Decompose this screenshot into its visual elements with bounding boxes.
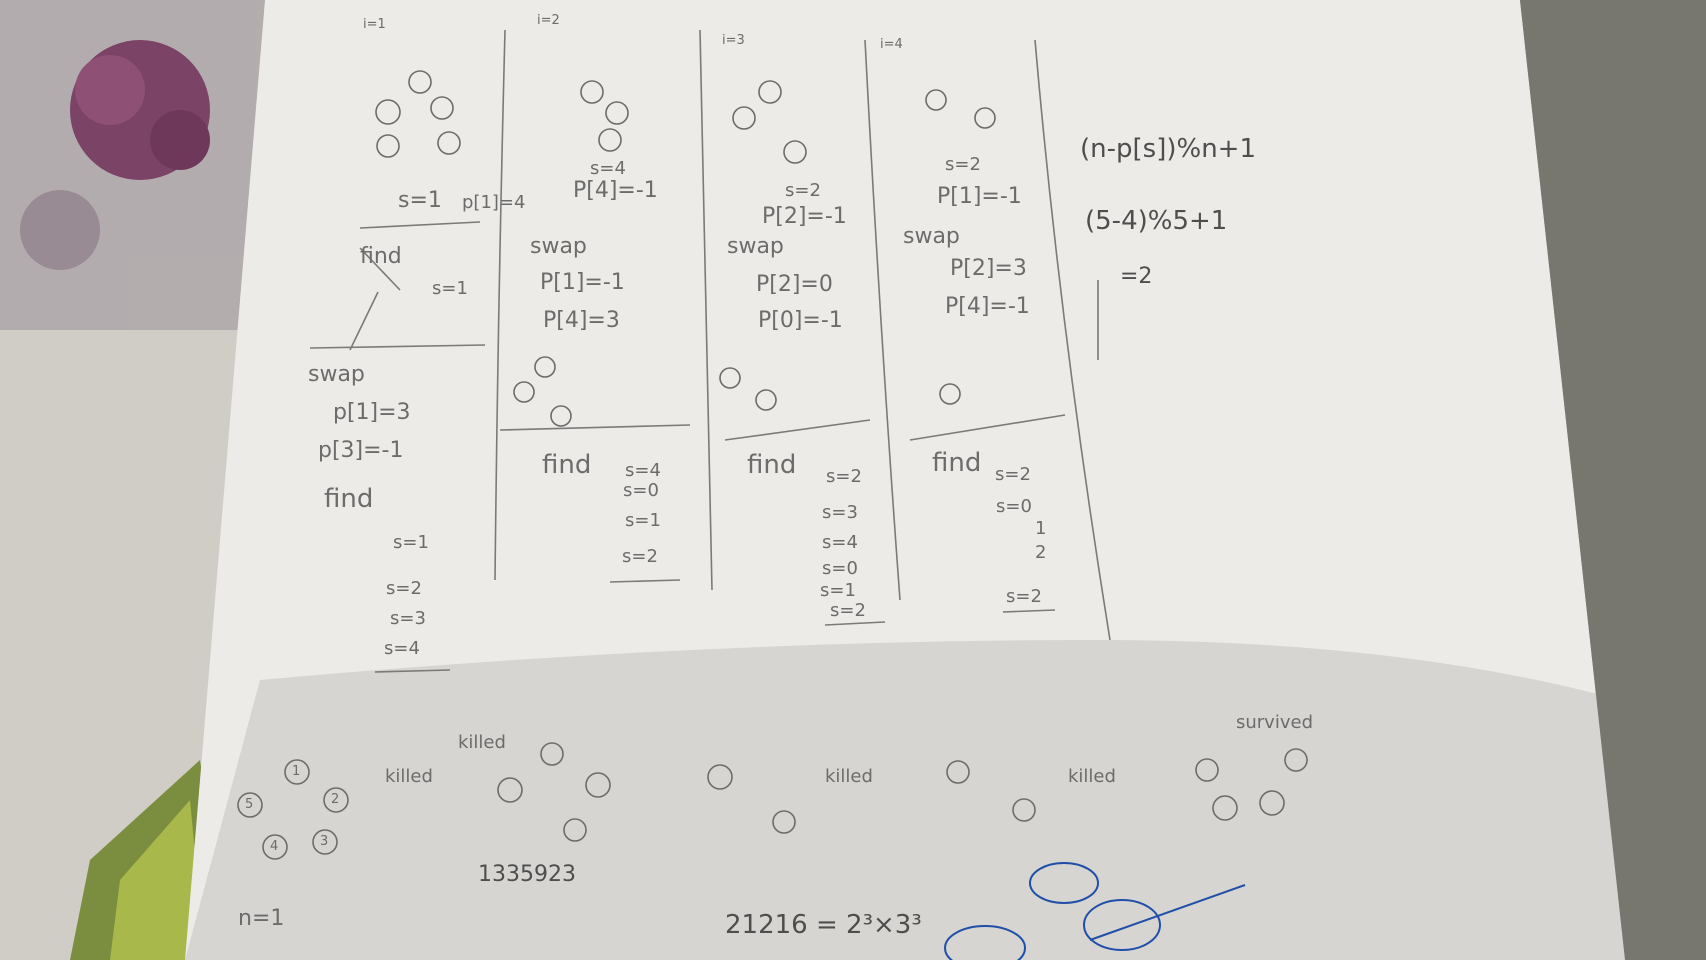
col4-p1: P[1]=-1 bbox=[937, 184, 1022, 209]
col2-header: i=2 bbox=[537, 13, 560, 28]
col3-seq-3: s=0 bbox=[822, 558, 858, 579]
formula-line2: (5-4)%5+1 bbox=[1085, 206, 1228, 236]
col2-p1: P[1]=-1 bbox=[540, 270, 625, 295]
circle-doodles bbox=[237, 70, 1308, 860]
col3-seq-5: s=2 bbox=[830, 600, 866, 621]
col2-p4: P[4]=-1 bbox=[573, 178, 658, 203]
col4-p2: P[2]=3 bbox=[950, 256, 1027, 281]
col1-header: i=1 bbox=[363, 17, 386, 32]
col2-seq-1: s=0 bbox=[623, 480, 659, 501]
col3-header: i=3 bbox=[722, 33, 745, 48]
col4-header: i=4 bbox=[880, 37, 903, 52]
col4-seq-3: 2 bbox=[1035, 542, 1047, 563]
col4-s2: s=2 bbox=[945, 154, 981, 175]
col2-s4: s=4 bbox=[590, 158, 626, 179]
col1-seq-2: s=3 bbox=[390, 608, 426, 629]
col1-s-eq1: s=1 bbox=[432, 278, 468, 299]
number-note: 1335923 bbox=[478, 862, 576, 887]
col1-seq-1: s=2 bbox=[386, 578, 422, 599]
col3-find: find bbox=[747, 450, 797, 480]
col2-seq-0: s=4 bbox=[625, 460, 661, 481]
paper-shadow bbox=[185, 640, 1625, 960]
col2-find: find bbox=[542, 450, 592, 480]
killed-label-4: killed bbox=[1068, 766, 1116, 787]
col3-seq-2: s=4 bbox=[822, 532, 858, 553]
col3-s2: s=2 bbox=[785, 180, 821, 201]
col2-seq-3: s=2 bbox=[622, 546, 658, 567]
col2-swap: swap bbox=[530, 234, 587, 259]
col1-seq-0: s=1 bbox=[393, 532, 429, 553]
killed-label-1: killed bbox=[385, 766, 433, 787]
circle-label-1: 1 bbox=[292, 764, 301, 779]
circle-label-2: 2 bbox=[331, 792, 340, 807]
col4-seq-0: s=2 bbox=[995, 464, 1031, 485]
col1-p1: p[1]=4 bbox=[462, 192, 526, 213]
circle-label-4: 4 bbox=[270, 839, 279, 854]
col3-p2: P[2]=-1 bbox=[762, 204, 847, 229]
n-eq-1: n=1 bbox=[238, 906, 285, 931]
col4-seq-2: 1 bbox=[1035, 518, 1047, 539]
circle-label-5: 5 bbox=[245, 797, 254, 812]
col4-swap: swap bbox=[903, 224, 960, 249]
col4-p4: P[4]=-1 bbox=[945, 294, 1030, 319]
col1-s-init: s=1 bbox=[398, 188, 442, 213]
col1-swap: swap bbox=[308, 362, 365, 387]
killed-label-2: killed bbox=[458, 732, 506, 753]
col1-find: find bbox=[360, 244, 402, 269]
col2-seq-2: s=1 bbox=[625, 510, 661, 531]
col3-seq-1: s=3 bbox=[822, 502, 858, 523]
col3-p2b: P[2]=0 bbox=[756, 272, 833, 297]
blue-circles bbox=[944, 862, 1246, 960]
col1-find2: find bbox=[324, 484, 374, 514]
column-dividers bbox=[309, 29, 1111, 673]
circle-label-3: 3 bbox=[320, 834, 329, 849]
col3-seq-4: s=1 bbox=[820, 580, 856, 601]
formula-line3: =2 bbox=[1120, 264, 1153, 289]
col3-p0: P[0]=-1 bbox=[758, 308, 843, 333]
col1-swap-p1: p[1]=3 bbox=[333, 400, 411, 425]
col3-swap: swap bbox=[727, 234, 784, 259]
col4-seq-1: s=0 bbox=[996, 496, 1032, 517]
killed-label-3: killed bbox=[825, 766, 873, 787]
col3-seq-0: s=2 bbox=[826, 466, 862, 487]
floral-fabric bbox=[0, 0, 280, 330]
col1-swap-p3: p[3]=-1 bbox=[318, 438, 404, 463]
col2-p4b: P[4]=3 bbox=[543, 308, 620, 333]
col4-seq-4: s=2 bbox=[1006, 586, 1042, 607]
survived-label: survived bbox=[1236, 712, 1313, 733]
product-note: 21216 = 2³×3³ bbox=[725, 910, 922, 940]
formula-line1: (n-p[s])%n+1 bbox=[1080, 134, 1256, 164]
col1-seq-3: s=4 bbox=[384, 638, 420, 659]
col4-find: find bbox=[932, 448, 982, 478]
